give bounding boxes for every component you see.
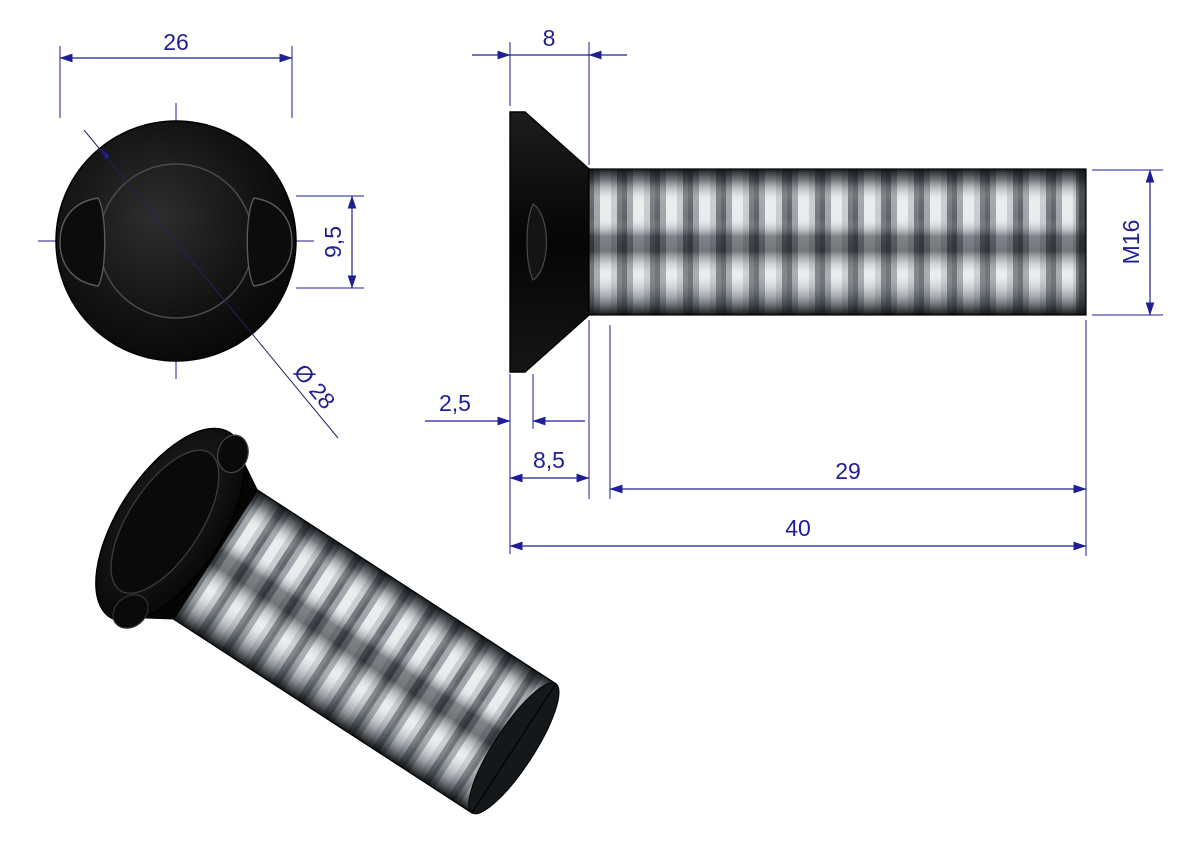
side-nib [526,203,548,281]
diameter-leader-line [83,129,339,439]
dim-nib-height-label: 9,5 [320,226,346,258]
dim-total-length: 40 [509,374,1087,554]
dim-head-total-depth: 8,5 [509,320,590,499]
isometric-view [95,427,560,815]
dim-shoulder-label: 2,5 [439,390,471,416]
dim-head-width: 26 [59,29,293,118]
thread-outline [588,168,1087,316]
dim-head-depth-label: 8 [543,25,556,51]
dim-head-width-label: 26 [163,29,189,55]
dim-shoulder: 2,5 [425,374,585,429]
right-nib [246,197,293,287]
left-nib [59,197,106,287]
iso-thread-shading [149,474,556,813]
dim-head-depth: 8 [472,25,627,165]
dim-thread-length: 29 [609,320,1087,556]
side-view: 8 M16 2,5 8,5 29 [425,25,1163,556]
diameter-leader-arrow [100,148,110,159]
dim-thread-designation: M16 [1092,169,1163,316]
iso-head-dome [110,449,220,594]
iso-top-nib [217,434,249,474]
thread-end-edge [1076,169,1086,315]
thread-designation-label: M16 [1118,220,1144,265]
dim-head-diameter-label: Ø 28 [289,359,341,414]
dim-thread-length-label: 29 [835,458,861,484]
thread-shading [589,169,1086,315]
dim-total-length-label: 40 [785,515,811,541]
iso-bottom-nib [112,594,149,629]
dim-nib-height: 9,5 [296,195,364,289]
front-view: Ø 28 26 9,5 [38,29,364,439]
head-side-profile [509,111,590,373]
dim-head-total-depth-label: 8,5 [533,447,565,473]
